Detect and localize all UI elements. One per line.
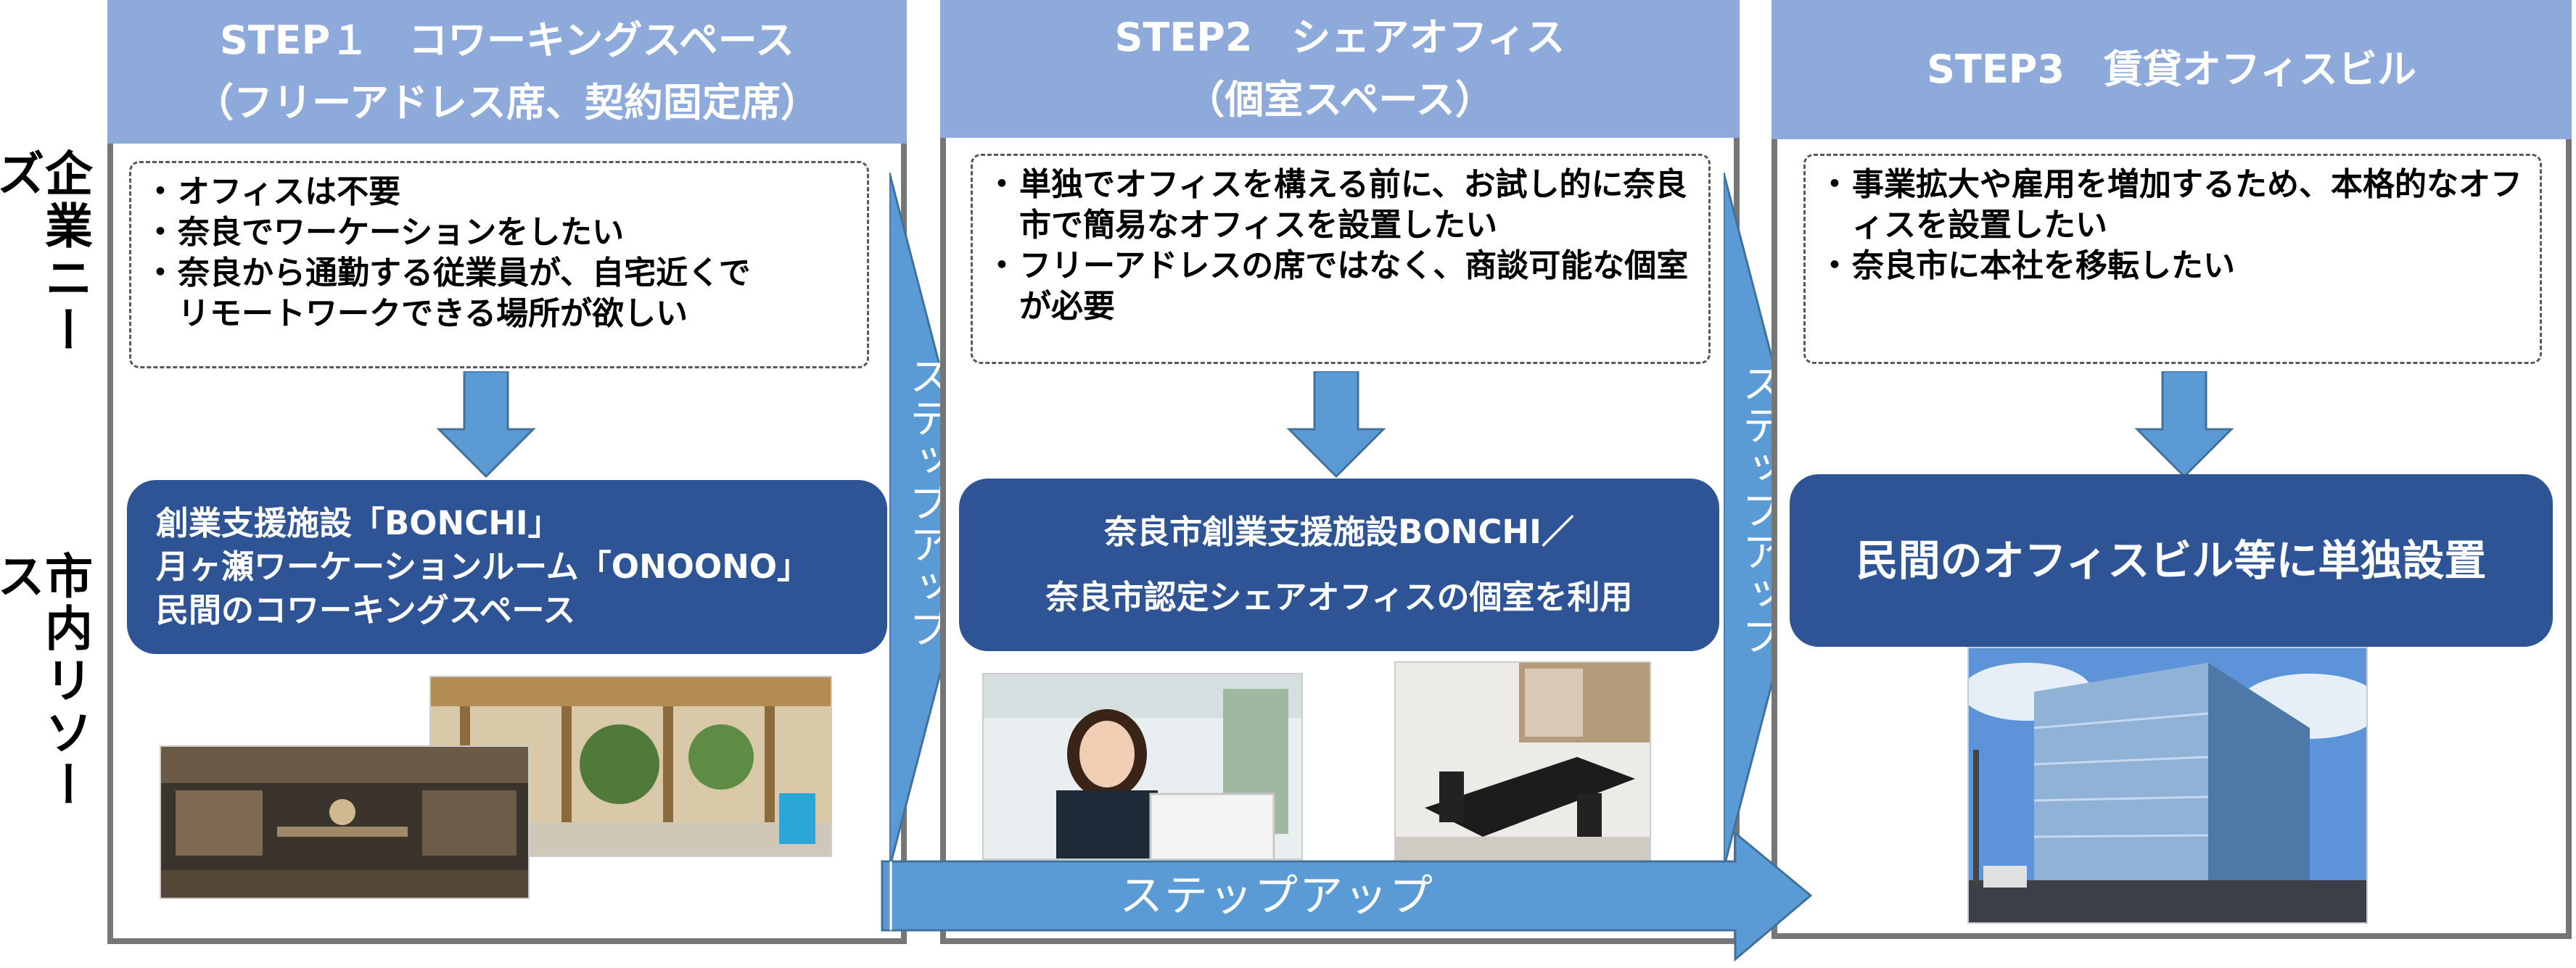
- step2-need-item: フリーアドレスの席ではなく、商談可能な個室が必要: [986, 246, 1691, 327]
- step-up-arrow-2: [1724, 173, 1816, 869]
- step3-header: STEP3 賃貸オフィスビル: [1771, 0, 2572, 139]
- step2-resource-line: 奈良市認定シェアオフィスの個室を利用: [1045, 578, 1633, 616]
- shared-office-woman-photo: [982, 673, 1303, 860]
- private-room-photo: [1394, 661, 1651, 863]
- step3-needs-box: 事業拡大や雇用を増加するため、本格的なオフィスを設置したい 奈良市に本社を移転し…: [1803, 154, 2542, 364]
- step1-header: STEP１ コワーキングスペース （フリーアドレス席、契約固定席）: [107, 0, 907, 144]
- step2-subtitle: （個室スペース）: [1185, 77, 1494, 123]
- step2-resource-box: 奈良市創業支援施設BONCHI／ 奈良市認定シェアオフィスの個室を利用: [959, 479, 1719, 651]
- step1-down-arrow: [436, 371, 536, 479]
- step3-down-arrow: [2134, 371, 2234, 479]
- horizontal-step-up-arrow: [881, 830, 1813, 962]
- step1-needs-box: オフィスは不要 奈良でワーケーションをしたい 奈良から通勤する従業員が、自宅近く…: [129, 161, 869, 368]
- step1-resource-box: 創業支援施設「BONCHI」 月ヶ瀬ワーケーションルーム「ONOONO」 民間の…: [127, 480, 887, 654]
- step2-down-arrow: [1286, 371, 1386, 479]
- horizontal-step-up-label: ステップアップ: [1119, 871, 1434, 922]
- step2-need-item: 単独でオフィスを構える前に、お試し的に奈良市で簡易なオフィスを設置したい: [986, 165, 1691, 246]
- step1-need-item: 奈良でワーケーションをしたい: [144, 212, 849, 253]
- step3-resource-box: 民間のオフィスビル等に単独設置: [1790, 474, 2553, 647]
- step3-title: STEP3 賃貸オフィスビル: [1927, 46, 2416, 92]
- step1-resource-line: 創業支援施設「BONCHI」: [156, 504, 561, 542]
- step-up-label-1: ステップアップ: [902, 355, 950, 650]
- step1-subtitle: （フリーアドレス席、契約固定席）: [194, 80, 820, 125]
- step-up-arrow-1: [889, 173, 982, 869]
- step3-need-item: 事業拡大や雇用を増加するため、本格的なオフィスを設置したい: [1819, 165, 2522, 246]
- step1-resource-line: 民間のコワーキングスペース: [156, 591, 576, 629]
- step2-title: STEP2 シェアオフィス: [1114, 14, 1565, 60]
- step2-needs-box: 単独でオフィスを構える前に、お試し的に奈良市で簡易なオフィスを設置したい フリー…: [971, 154, 1711, 364]
- step1-need-item: オフィスは不要: [144, 172, 849, 212]
- step2-resource-line: 奈良市創業支援施設BONCHI／: [1104, 513, 1574, 551]
- step3-resource-line: 民間のオフィスビル等に単独設置: [1856, 536, 2487, 585]
- step2-header: STEP2 シェアオフィス （個室スペース）: [940, 0, 1740, 138]
- step3-need-item: 奈良市に本社を移転したい: [1819, 246, 2522, 286]
- step1-title: STEP１ コワーキングスペース: [219, 17, 795, 63]
- step1-resource-line: 月ヶ瀬ワーケーションルーム「ONOONO」: [156, 547, 810, 586]
- row-label-needs: 企業ニーズ: [0, 149, 93, 357]
- row-label-resources: 市内リソース: [0, 551, 93, 812]
- onoono-photo-front: [160, 745, 530, 899]
- step1-need-item: 奈良から通勤する従業員が、自宅近くでリモートワークできる場所が欲しい: [144, 253, 849, 334]
- office-building-photo: [1967, 647, 2368, 924]
